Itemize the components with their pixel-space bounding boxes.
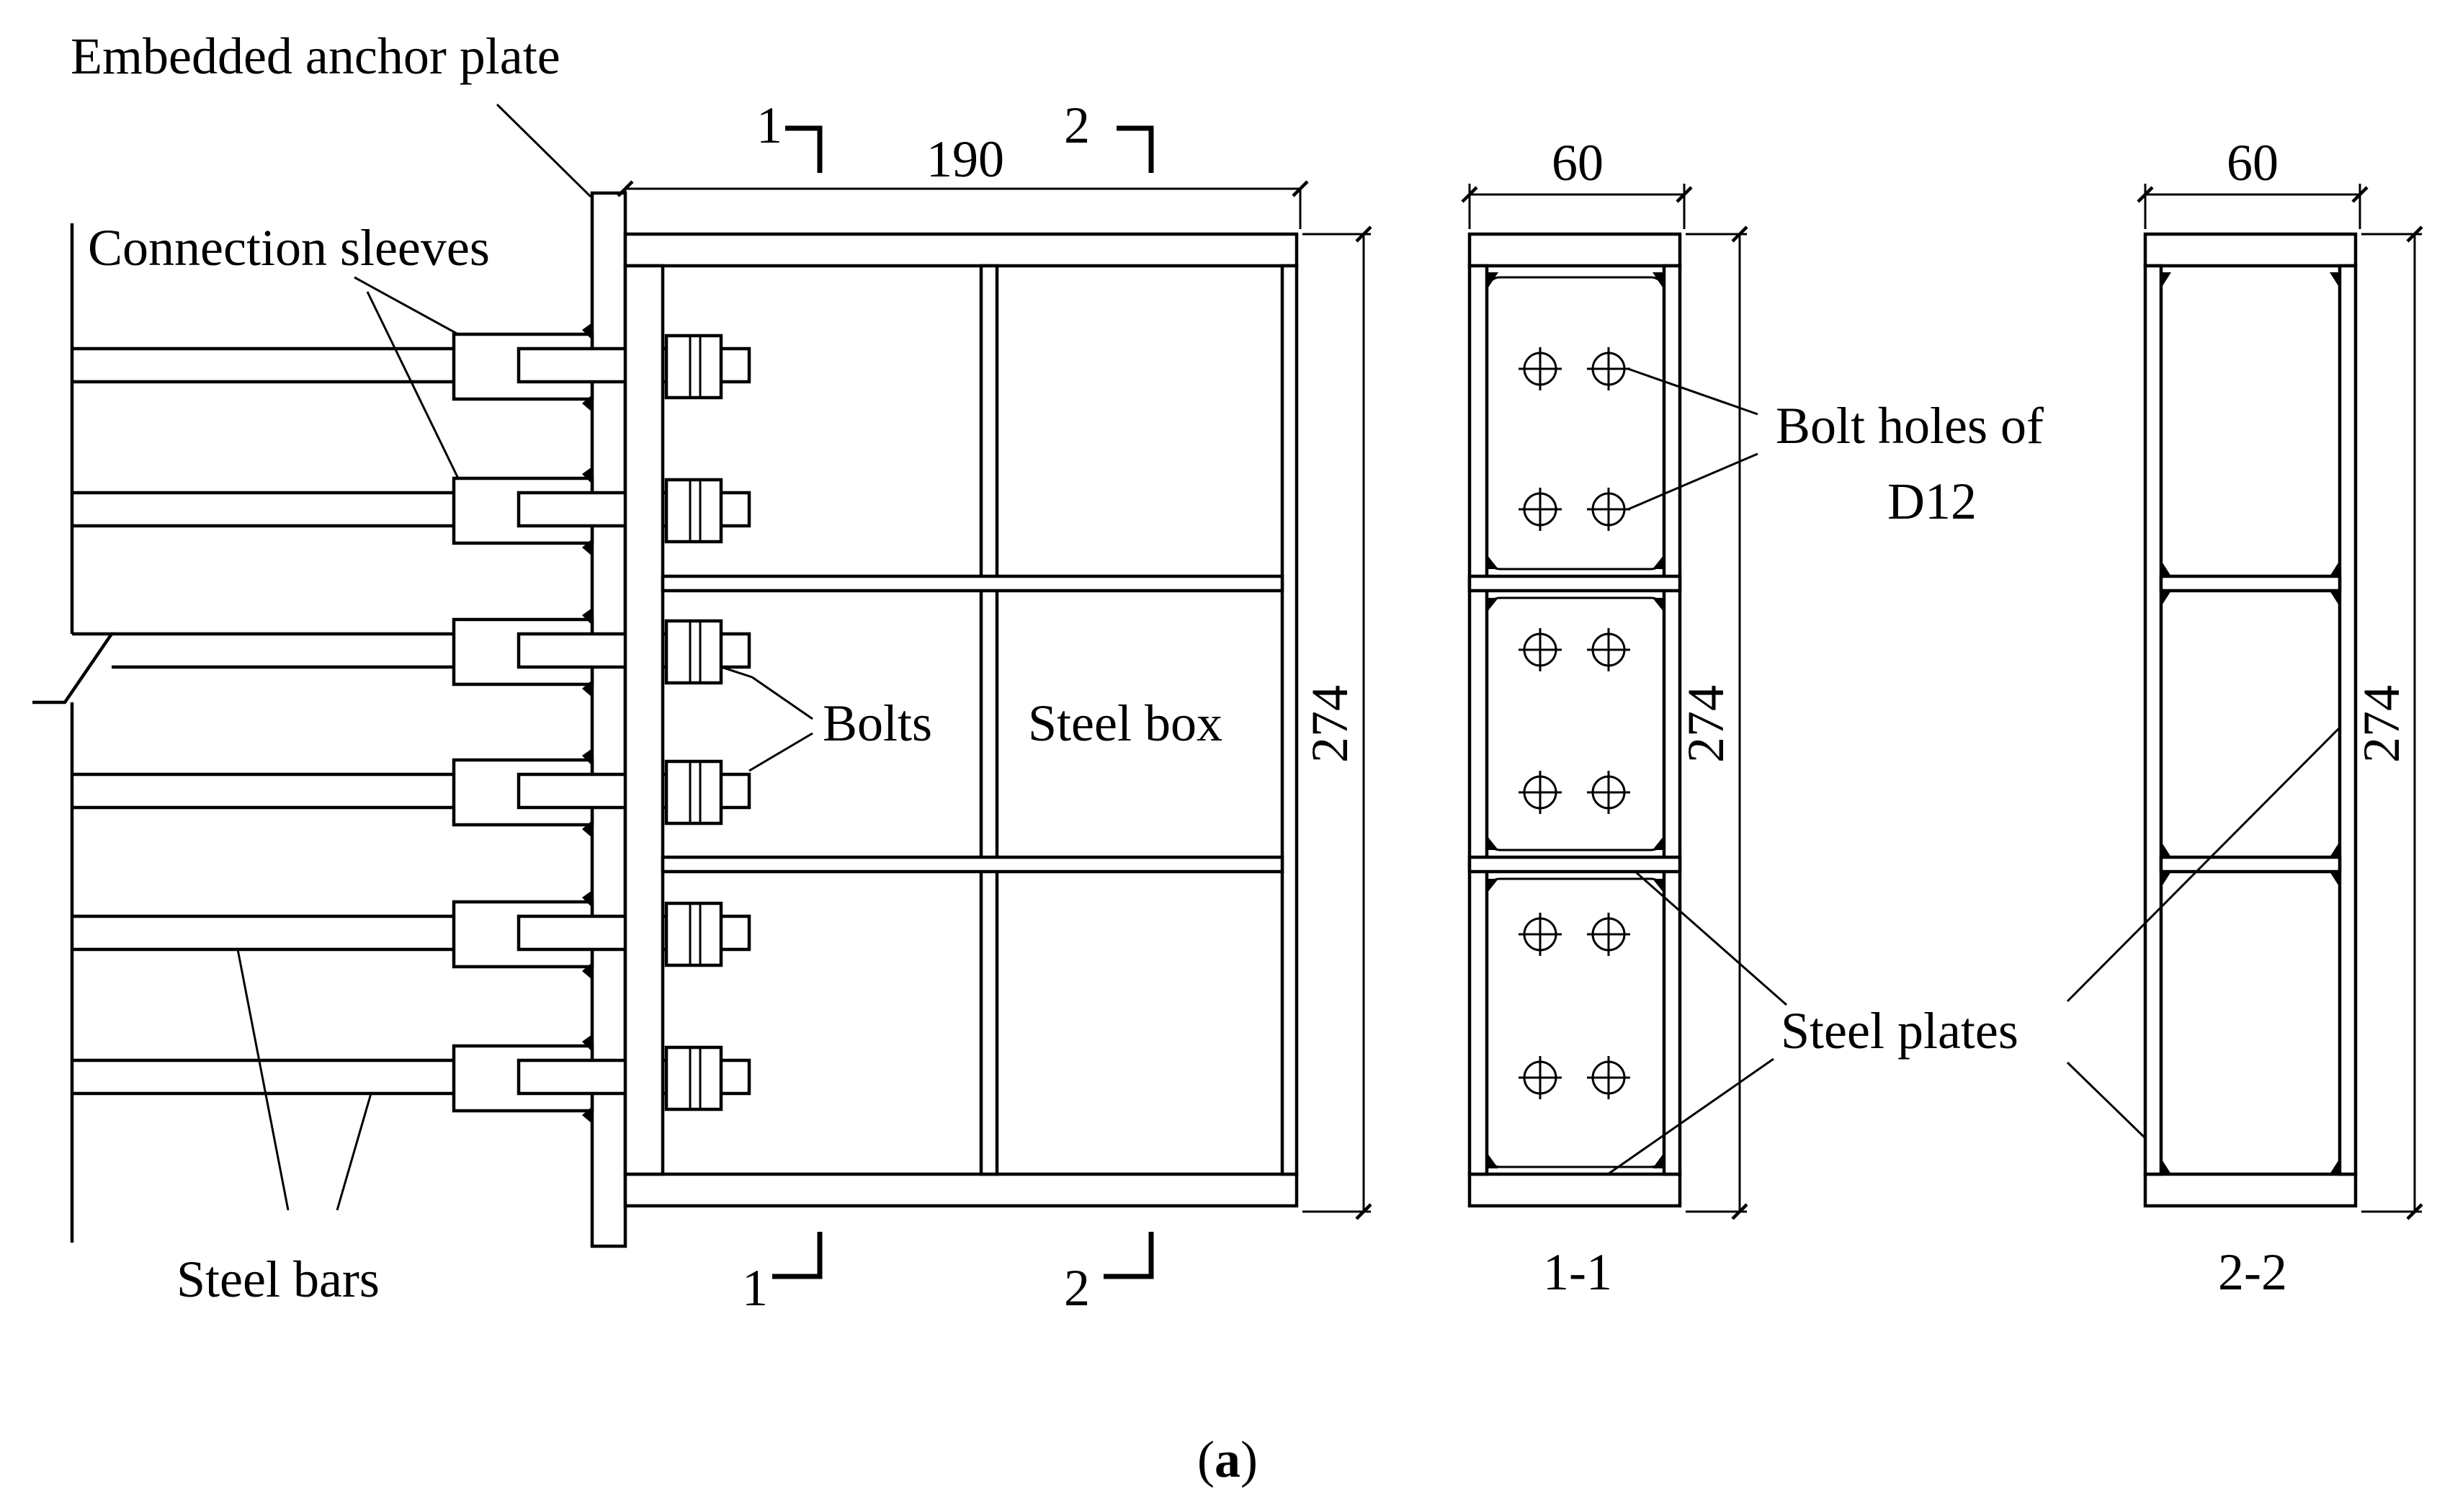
- bolt-hole: [1587, 913, 1630, 956]
- steel-box-label: Steel box: [1028, 694, 1222, 752]
- annotations: Embedded anchor plate Connection sleeves…: [71, 27, 2341, 1308]
- bar-row-4: [72, 758, 751, 827]
- bolt-hole: [1519, 771, 1562, 814]
- section-2-2: 60 274 2-2: [2137, 134, 2423, 1301]
- dim-60-s2-label: 60: [2227, 134, 2279, 192]
- cut1-top-label: 1: [756, 97, 782, 154]
- bolt-hole: [1587, 488, 1630, 531]
- concrete-wall: [32, 223, 115, 1243]
- bolt-hole: [1519, 347, 1562, 390]
- bolt-holes-label-1: Bolt holes of: [1776, 397, 2044, 455]
- bolt-hole: [1519, 628, 1562, 671]
- caption-letter: a: [1215, 1431, 1240, 1488]
- section-2-2-label: 2-2: [2218, 1243, 2287, 1301]
- bolt-holes-label-2: D12: [1887, 473, 1977, 530]
- section-cuts: 1 2 1 2: [742, 97, 1154, 1317]
- weld-marks: [582, 323, 592, 1124]
- dim-190: 190: [617, 130, 1309, 229]
- steel-plates-label: Steel plates: [1781, 1002, 2018, 1060]
- bolt-holes: [1519, 347, 1630, 1099]
- caption-open: (: [1197, 1431, 1215, 1488]
- bolt-hole: [1587, 628, 1630, 671]
- dim-274-main-label: 274: [1301, 685, 1359, 763]
- weld-marks-s1: [1487, 272, 1664, 1168]
- anchor-plate-label: Embedded anchor plate: [71, 27, 560, 85]
- cut2-top-label: 2: [1064, 97, 1090, 154]
- dim-274-s1-label: 274: [1677, 685, 1735, 763]
- weld-marks-s2: [2161, 272, 2340, 1174]
- section-1-1-label: 1-1: [1543, 1243, 1612, 1301]
- figure-caption: (a): [1197, 1431, 1258, 1488]
- dim-190-label: 190: [926, 130, 1004, 188]
- bolt-hole: [1587, 347, 1630, 390]
- bolt-hole: [1519, 488, 1562, 531]
- cut1-bottom-label: 1: [742, 1259, 768, 1317]
- bolt-hole: [1519, 913, 1562, 956]
- bolt-hole: [1519, 1056, 1562, 1099]
- section-1-1: 60 274 1-1: [1461, 134, 1748, 1301]
- bolts-label: Bolts: [823, 694, 932, 752]
- dim-60-s1-label: 60: [1552, 134, 1604, 192]
- dim-274-s2-label: 274: [2353, 685, 2410, 763]
- sleeves-label: Connection sleeves: [88, 219, 490, 277]
- steel-bars-label: Steel bars: [176, 1251, 380, 1308]
- steel-box-elevation: [623, 232, 1299, 1208]
- dim-274-main: 274: [1301, 225, 1372, 1220]
- bolt-hole: [1587, 771, 1630, 814]
- bolt-hole: [1587, 1056, 1630, 1099]
- caption-close: ): [1240, 1431, 1258, 1488]
- cut2-bottom-label: 2: [1064, 1259, 1090, 1317]
